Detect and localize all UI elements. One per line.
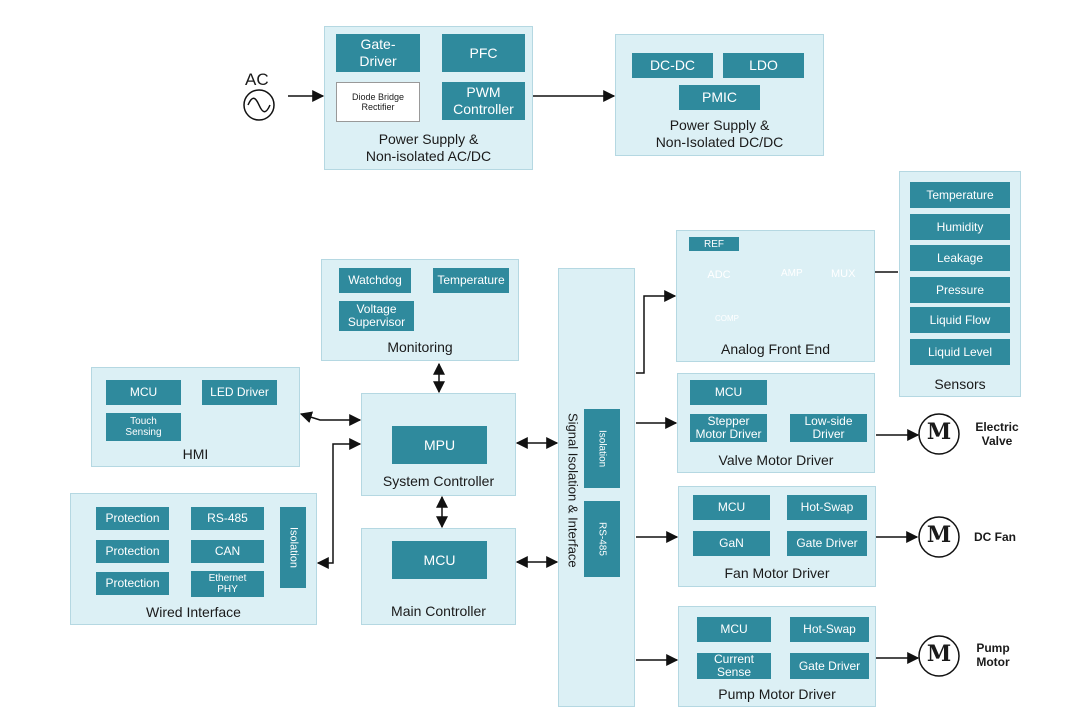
dc-fan-label: DC Fan <box>974 530 1016 544</box>
sensors-label: Sensors <box>934 376 986 392</box>
fan-gate-driver-block: Gate Driver <box>787 531 867 556</box>
comp-label: COMP <box>715 314 739 323</box>
mpu-block: MPU <box>392 426 487 464</box>
signal-isolation-block: Isolation <box>584 409 620 488</box>
temperature-monitor-block: Temperature <box>433 268 509 293</box>
pfc-block: PFC <box>442 34 525 72</box>
power-supply-acdc-group: Gate- Driver PFC Diode Bridge Rectifier … <box>324 26 533 170</box>
ldo-block: LDO <box>723 53 804 78</box>
ac-source-icon <box>243 89 275 121</box>
led-driver-block: LED Driver <box>202 380 277 405</box>
pump-hot-swap-block: Hot-Swap <box>790 617 869 642</box>
mux-label: MUX <box>831 268 856 280</box>
watchdog-block: Watchdog <box>339 268 411 293</box>
signal-isolation-label: Signal Isolation & Interface <box>565 412 581 568</box>
fan-motor-driver-label: Fan Motor Driver <box>724 565 830 581</box>
pwm-controller-block: PWM Controller <box>442 82 525 120</box>
motor-symbol-valve: M <box>926 419 952 445</box>
pump-gate-driver-block: Gate Driver <box>790 653 869 679</box>
monitoring-group: Watchdog Temperature Voltage Supervisor … <box>321 259 519 361</box>
wired-isolation-block: Isolation <box>280 507 306 588</box>
protection-block-3: Protection <box>96 572 169 595</box>
sensors-group: Temperature Humidity Leakage Pressure Li… <box>899 171 1021 397</box>
adc-label: ADC <box>707 269 731 281</box>
stepper-motor-driver-block: Stepper Motor Driver <box>690 414 767 442</box>
analog-front-end-label: Analog Front End <box>721 341 830 357</box>
motor-symbol-fan: M <box>926 522 952 548</box>
fan-mcu-block: MCU <box>693 495 770 520</box>
sensor-pressure: Pressure <box>910 277 1010 303</box>
fan-hot-swap-block: Hot-Swap <box>787 495 867 520</box>
pump-motor-label: Pump Motor <box>976 641 1010 669</box>
hmi-label: HMI <box>182 446 209 462</box>
main-controller-label: Main Controller <box>391 603 486 619</box>
electric-valve-motor-icon <box>918 413 960 455</box>
ethernet-phy-block: Ethernet PHY <box>191 571 264 597</box>
system-controller-group: MPU System Controller <box>361 393 516 496</box>
pump-mcu-block: MCU <box>697 617 771 642</box>
main-mcu-block: MCU <box>392 541 487 579</box>
dcdc-block: DC-DC <box>632 53 713 78</box>
wired-interface-label: Wired Interface <box>146 604 241 620</box>
valve-motor-driver-label: Valve Motor Driver <box>718 452 834 468</box>
motor-symbol-pump: M <box>926 641 952 667</box>
touch-sensing-block: Touch Sensing <box>106 413 181 441</box>
hmi-group: MCU LED Driver Touch Sensing HMI <box>91 367 300 467</box>
amp-label: AMP <box>781 268 803 279</box>
rs485-block: RS-485 <box>191 507 264 530</box>
system-controller-label: System Controller <box>382 473 495 489</box>
sensor-humidity: Humidity <box>910 214 1010 240</box>
gate-driver-block: Gate- Driver <box>336 34 420 72</box>
pump-motor-icon <box>918 635 960 677</box>
valve-motor-driver-group: MCU Stepper Motor Driver Low-side Driver… <box>677 373 875 473</box>
electric-valve-label: Electric Valve <box>975 420 1019 448</box>
voltage-supervisor-block: Voltage Supervisor <box>339 301 414 331</box>
gan-block: GaN <box>693 531 770 556</box>
dc-fan-motor-icon <box>918 516 960 558</box>
protection-block-2: Protection <box>96 540 169 563</box>
low-side-driver-block: Low-side Driver <box>790 414 867 442</box>
sensor-leakage: Leakage <box>910 245 1010 271</box>
diode-bridge-rectifier-block: Diode Bridge Rectifier <box>336 82 420 122</box>
wired-interface-group: Protection Protection Protection RS-485 … <box>70 493 317 625</box>
sensor-liquid-level: Liquid Level <box>910 339 1010 365</box>
power-supply-acdc-label: Power Supply & Non-isolated AC/DC <box>365 131 492 164</box>
valve-mcu-block: MCU <box>690 380 767 405</box>
analog-front-end-group: REF ADC AMP MUX COMP Analog Front End <box>676 230 875 362</box>
pump-motor-driver-group: MCU Hot-Swap Current Sense Gate Driver P… <box>678 606 876 707</box>
sensor-temperature: Temperature <box>910 182 1010 208</box>
hmi-mcu-block: MCU <box>106 380 181 405</box>
power-supply-dcdc-label: Power Supply & Non-Isolated DC/DC <box>655 117 784 150</box>
protection-block-1: Protection <box>96 507 169 530</box>
power-supply-dcdc-group: DC-DC LDO PMIC Power Supply & Non-Isolat… <box>615 34 824 156</box>
ref-block: REF <box>689 237 739 251</box>
can-block: CAN <box>191 540 264 563</box>
current-sense-block: Current Sense <box>697 653 771 679</box>
fan-motor-driver-group: MCU Hot-Swap GaN Gate Driver Fan Motor D… <box>678 486 876 587</box>
ac-label: AC <box>245 70 269 89</box>
pmic-block: PMIC <box>679 85 760 110</box>
sensor-liquid-flow: Liquid Flow <box>910 307 1010 333</box>
pump-motor-driver-label: Pump Motor Driver <box>718 686 836 702</box>
monitoring-label: Monitoring <box>387 339 453 355</box>
signal-isolation-group: Signal Isolation & Interface Isolation R… <box>558 268 635 707</box>
signal-rs485-block: RS-485 <box>584 501 620 577</box>
main-controller-group: MCU Main Controller <box>361 528 516 625</box>
